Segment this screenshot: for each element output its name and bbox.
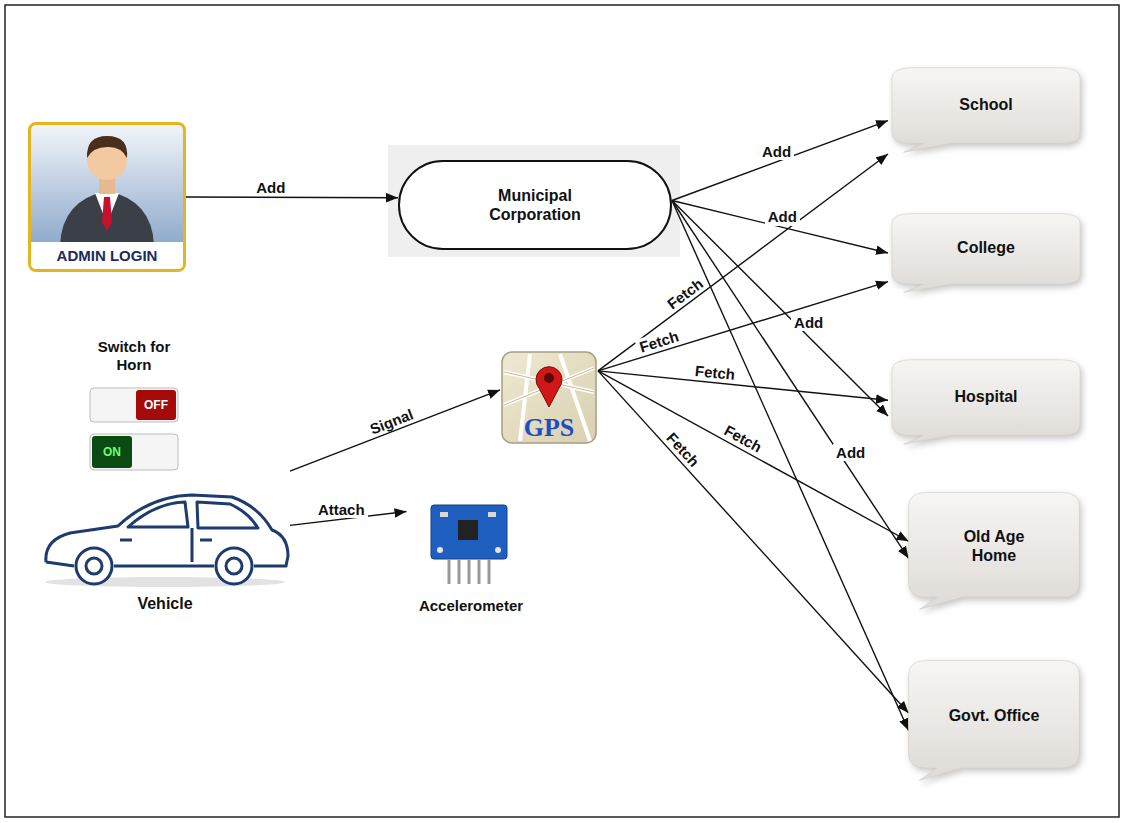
node-text: College [957, 238, 1015, 257]
connector-arrow [672, 201, 888, 254]
vehicle-node: Vehicle [40, 462, 290, 613]
sensor-node: Accelerometer [407, 500, 536, 615]
edge-label: Add [791, 314, 826, 331]
connector-arrow [672, 201, 909, 731]
panel [388, 145, 680, 257]
edge-label: Fetch [718, 420, 767, 457]
connector-arrow [598, 371, 888, 400]
place-bubble: College [888, 212, 1084, 294]
edge-label: Add [759, 143, 794, 160]
edge-label: Add [253, 179, 288, 196]
node-text: Vehicle [137, 594, 192, 613]
node-text: Municipal Corporation [460, 186, 610, 224]
connector-arrow [598, 282, 888, 371]
edge-label: Add [765, 208, 800, 225]
connector-arrow [290, 390, 500, 471]
node-text: ADMIN LOGIN [31, 242, 183, 269]
edge-label: Fetch [691, 362, 739, 384]
place-bubble: Hospital [888, 358, 1084, 446]
horn-switch [90, 388, 178, 470]
node-text: Accelerometer [419, 597, 523, 615]
node-text: Old Age Home [944, 527, 1044, 565]
switch-state: OFF [136, 390, 176, 420]
admin-icon [31, 125, 183, 245]
connector-arrow [672, 121, 888, 201]
edge-label: Add [833, 444, 868, 461]
node-text: GPS [524, 412, 575, 443]
frame [5, 5, 1119, 817]
node-text: School [959, 95, 1012, 114]
switch-caption: Switch for Horn [84, 334, 184, 378]
edge-label: Signal [364, 404, 418, 438]
edge-label: Fetch [661, 427, 705, 473]
process-pill: Municipal Corporation [398, 160, 672, 250]
car-icon [45, 495, 288, 587]
gps-icon [502, 352, 596, 443]
admin-login-box: ADMIN LOGIN [28, 122, 186, 272]
switch-state: ON [92, 436, 132, 468]
connector-arrow [598, 371, 909, 713]
connector-arrow [672, 201, 909, 559]
place-bubble: Old Age Home [905, 490, 1083, 612]
connector-arrow [598, 371, 909, 541]
accelerometer-board [431, 505, 507, 584]
node-text: Govt. Office [949, 706, 1040, 725]
node-text: Hospital [954, 387, 1017, 406]
edge-label: Attach [315, 501, 368, 518]
place-bubble: Govt. Office [905, 658, 1083, 783]
place-bubble: School [888, 66, 1084, 154]
connector-arrow [672, 201, 888, 417]
connector-arrow [186, 196, 398, 198]
gps-node: GPS [500, 350, 598, 445]
